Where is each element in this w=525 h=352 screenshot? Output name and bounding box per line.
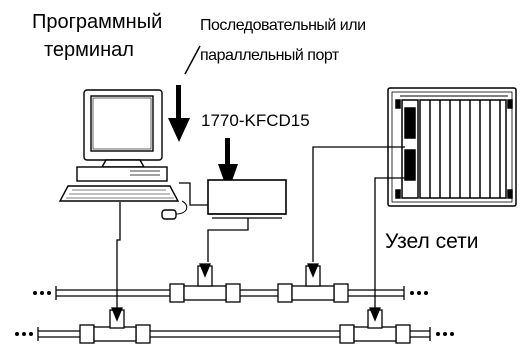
module-arrow <box>218 138 238 192</box>
continuation-dots-upper-right <box>410 291 428 295</box>
interface-module-box <box>207 179 287 215</box>
port-leader-line <box>184 45 201 75</box>
computer-icon <box>58 89 188 220</box>
terminal-label-line1: Программный <box>32 11 163 33</box>
upper-tap-2 <box>277 263 349 303</box>
port-label-line1: Последовательный или <box>200 17 366 34</box>
upper-trunk-cable <box>55 286 405 300</box>
node-cable-upper <box>312 146 405 262</box>
continuation-dots-lower-right <box>436 332 454 336</box>
node-cable-lower <box>374 177 405 316</box>
module-label: 1770-KFCD15 <box>201 111 310 130</box>
upper-tap-1 <box>169 263 241 303</box>
terminal-label-line2: терминал <box>44 39 134 61</box>
serial-cable <box>179 182 208 206</box>
port-arrow <box>168 85 190 142</box>
computer-drop-cable <box>116 202 121 316</box>
continuation-dots-lower-left <box>15 332 33 336</box>
continuation-dots-upper-left <box>33 291 51 295</box>
lower-tap-2 <box>339 307 411 344</box>
node-label: Узел сети <box>385 230 479 253</box>
lower-tap-1 <box>79 307 151 344</box>
port-label-line2: параллельный порт <box>200 47 339 64</box>
lower-trunk-cable <box>37 327 431 341</box>
module-to-tap-cable <box>207 218 249 262</box>
network-node-chassis <box>387 87 517 207</box>
